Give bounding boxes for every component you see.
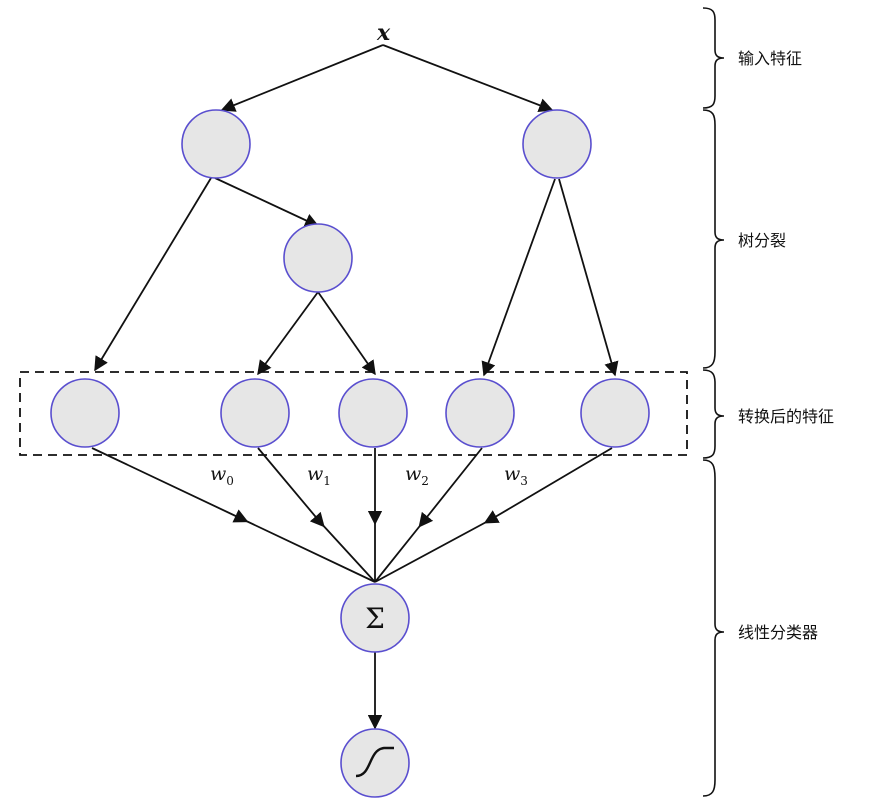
sum-node [340, 583, 410, 653]
sigmoid-curve-icon [355, 746, 394, 778]
sigmoid-node [340, 728, 410, 798]
edge-x-to-tree2 [382, 44, 554, 113]
leaf-node-4 [445, 378, 515, 448]
edge-t2root-to-leaf5 [558, 178, 619, 377]
edge-x-to-tree1 [220, 44, 384, 112]
tree1-inner-node [283, 223, 353, 293]
weight-label-w1: w1 [307, 463, 331, 488]
brace-linear-classifier [702, 459, 725, 797]
stage-label-tree-split: 树分裂 [738, 231, 786, 250]
tree1-root-node [181, 109, 251, 179]
edge-inner-to-leaf2 [257, 291, 319, 376]
edge-leaf1-to-sum [91, 447, 376, 583]
stage-label-input-features: 输入特征 [738, 49, 802, 68]
brace-tree-split [702, 109, 725, 369]
edge-inner-to-leaf3 [317, 291, 376, 376]
weight-label-w3: w3 [504, 463, 528, 488]
edge-leaf4-to-sum [374, 447, 483, 583]
stage-label-linear-classifier: 线性分类器 [738, 623, 818, 642]
edge-leaf2-to-sum [257, 447, 376, 583]
tree2-root-node [522, 109, 592, 179]
edge-leaf5-to-sum [374, 447, 613, 583]
edge-t2root-to-leaf4 [481, 178, 556, 377]
input-x-label: x [376, 20, 391, 46]
leaf-node-1 [50, 378, 120, 448]
leaf-node-2 [220, 378, 290, 448]
brace-transformed-features [702, 369, 725, 459]
brace-input-features [702, 7, 725, 109]
stage-label-transformed-features: 转换后的特征 [738, 407, 834, 426]
weight-label-w2: w2 [405, 463, 429, 488]
leaf-node-5 [580, 378, 650, 448]
weight-label-w0: w0 [210, 463, 234, 488]
leaf-node-3 [338, 378, 408, 448]
edge-t1root-to-leaf1 [94, 177, 212, 372]
edge-t1root-to-inner [214, 177, 320, 228]
sum-symbol: Σ [365, 602, 385, 635]
transformed-features-box [19, 371, 688, 456]
